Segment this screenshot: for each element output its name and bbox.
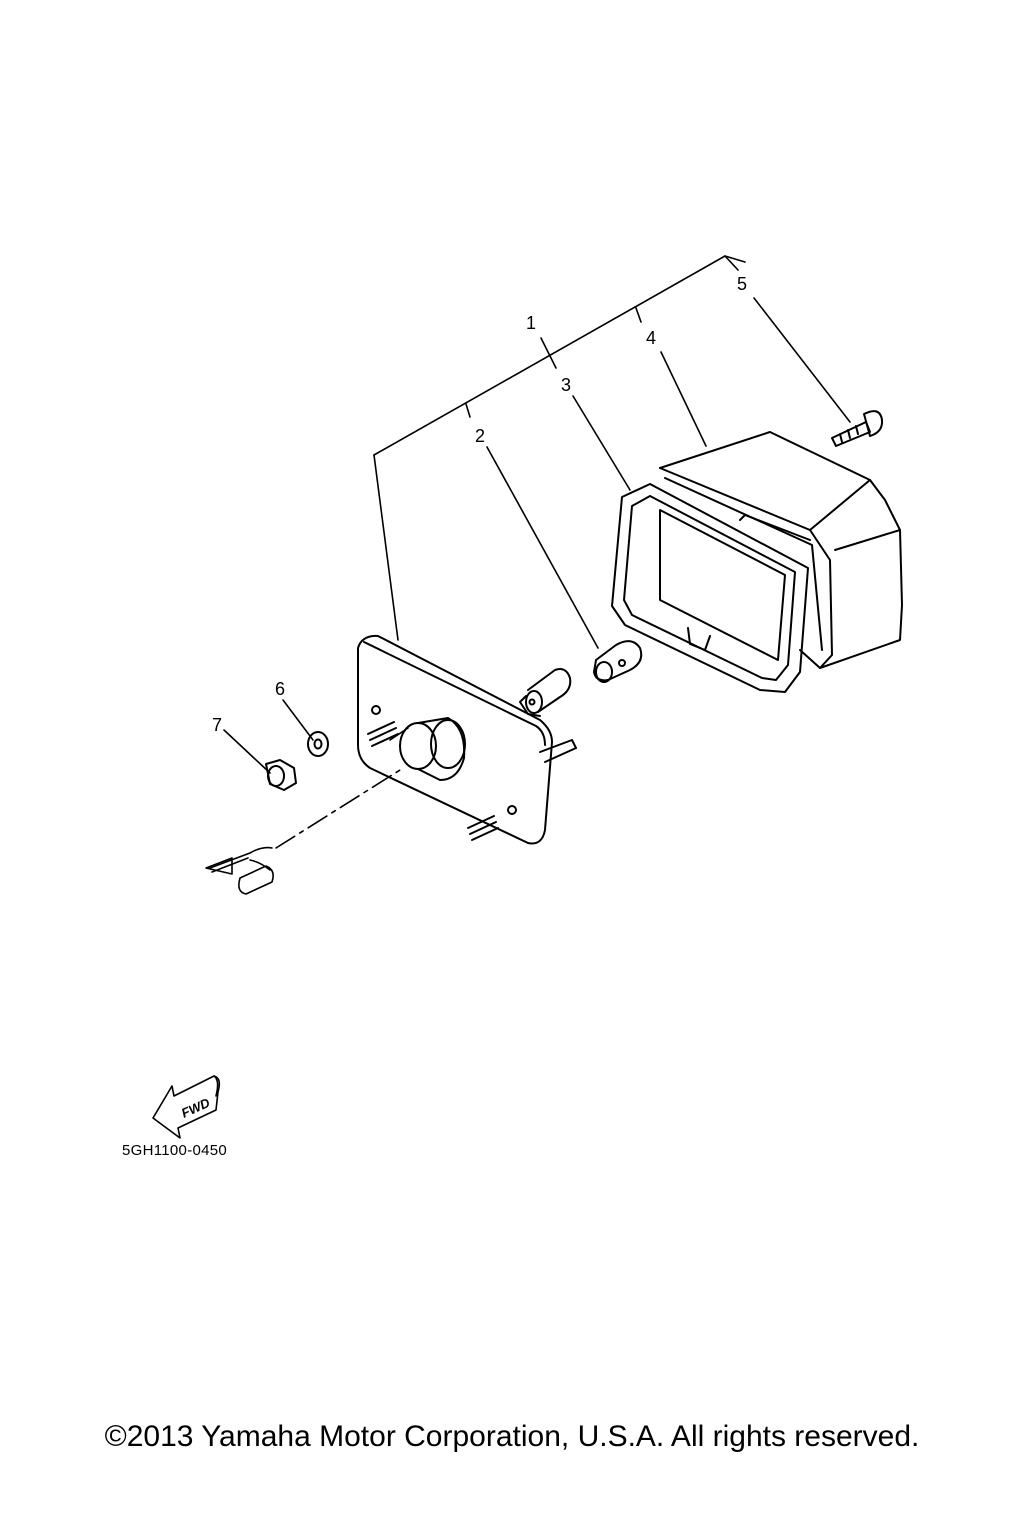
callout-3: 3 bbox=[561, 375, 571, 395]
base-plate bbox=[357, 634, 577, 845]
callout-2: 2 bbox=[475, 426, 485, 446]
lens-housing bbox=[659, 431, 903, 669]
bulb bbox=[593, 640, 643, 683]
wire-harness bbox=[205, 727, 409, 895]
nut bbox=[265, 759, 297, 791]
callout-1: 1 bbox=[526, 313, 536, 333]
socket bbox=[519, 668, 572, 717]
drawing-code: 5GH1100-0450 bbox=[122, 1142, 228, 1159]
screw bbox=[831, 410, 884, 447]
callout-7: 7 bbox=[212, 715, 222, 735]
washer bbox=[307, 731, 329, 757]
fwd-arrow-icon bbox=[152, 1075, 221, 1139]
callout-5: 5 bbox=[737, 274, 747, 294]
callout-4: 4 bbox=[646, 328, 656, 348]
callout-leader-lines bbox=[223, 255, 851, 774]
callout-6: 6 bbox=[275, 679, 285, 699]
fwd-label: FWD bbox=[179, 1095, 213, 1121]
copyright-notice: ©2013 Yamaha Motor Corporation, U.S.A. A… bbox=[104, 1420, 920, 1453]
gasket bbox=[611, 483, 809, 693]
